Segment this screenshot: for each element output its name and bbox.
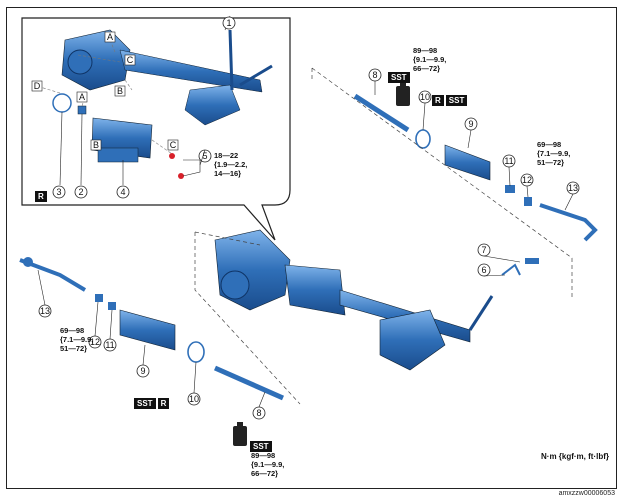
svg-text:D: D [34,81,41,91]
detail-letter-d-top: D [31,80,43,92]
detail-letter-b-bottom: B [90,139,102,151]
svg-text:11: 11 [105,340,114,350]
sst-tool-icon-left [233,422,247,446]
svg-text:9: 9 [140,366,145,376]
right-side-parts [353,93,598,242]
callout-6: 6 [477,263,491,277]
callout-13-left: 13 [38,304,52,318]
svg-text:B: B [117,86,123,96]
torque-part-8-left: 89—98{9.1—9.9,66—72} [251,451,285,478]
torque-part-8-right: 89—98{9.1—9.9,66—72} [413,46,447,73]
callout-10-left: 10 [187,392,201,406]
svg-text:11: 11 [504,156,513,166]
svg-text:13: 13 [568,183,578,193]
callout-8-left: 8 [252,406,266,420]
callout-10-right: 10 [418,90,432,104]
badge-sst-part-8-left: SST [250,436,274,454]
callout-5: 5 [198,149,212,163]
svg-text:13: 13 [40,306,50,316]
detail-callout-box [21,17,291,241]
badge-r-part-3: R [35,186,49,204]
torque-part-12-right: 69—98{7.1—9.9,51—72} [537,140,571,167]
svg-text:C: C [127,55,134,65]
left-side-parts [19,257,285,401]
svg-text:1: 1 [226,18,231,28]
svg-text:12: 12 [522,175,532,185]
diagram-frame [6,7,617,489]
callout-12-right: 12 [520,173,534,187]
torque-units-label: N·m {kgf·m, ft·lbf} [541,452,609,461]
svg-text:6: 6 [481,265,486,275]
callout-13-right: 13 [566,181,580,195]
svg-text:7: 7 [481,245,486,255]
detail-letter-c-top: C [124,54,136,66]
svg-text:B: B [93,140,99,150]
sst-tool-icon-right [396,82,410,106]
callout-1: 1 [222,16,236,30]
svg-text:9: 9 [468,119,473,129]
svg-text:12: 12 [90,337,100,347]
callout-2: 2 [74,185,88,199]
svg-text:5: 5 [202,151,207,161]
detail-gear-housing [61,29,273,126]
svg-text:A: A [107,32,113,42]
badge-sst-part-8-right: SST [388,67,412,85]
svg-text:2: 2 [78,187,83,197]
callout-11-left: 11 [103,338,117,352]
main-steering-gear [214,229,494,371]
detail-letter-b-top: B [114,85,126,97]
svg-text:A: A [79,92,85,102]
svg-text:8: 8 [372,70,377,80]
callout-11-right: 11 [502,154,516,168]
detail-letter-c-bottom: C [167,139,179,151]
callout-4: 4 [116,185,130,199]
detail-cover-part-4 [91,117,184,179]
svg-text:10: 10 [189,394,199,404]
svg-text:4: 4 [120,187,125,197]
torque-part-5: 18—22{1.9—2.2,14—16} [214,151,248,178]
detail-letter-a-bottom: A [76,91,88,103]
torque-part-12-left: 69—98{7.1—9.9,51—72} [60,326,94,353]
svg-text:10: 10 [420,92,430,102]
detail-letter-a-top: A [104,31,116,43]
callout-9-right: 9 [464,117,478,131]
image-code: amxzzw00006053 [558,490,615,497]
svg-text:8: 8 [256,408,261,418]
callout-7: 7 [477,243,491,257]
svg-text:3: 3 [56,187,61,197]
callout-3: 3 [52,185,66,199]
svg-text:C: C [170,140,177,150]
callout-8-right: 8 [368,68,382,82]
callout-9-left: 9 [136,364,150,378]
